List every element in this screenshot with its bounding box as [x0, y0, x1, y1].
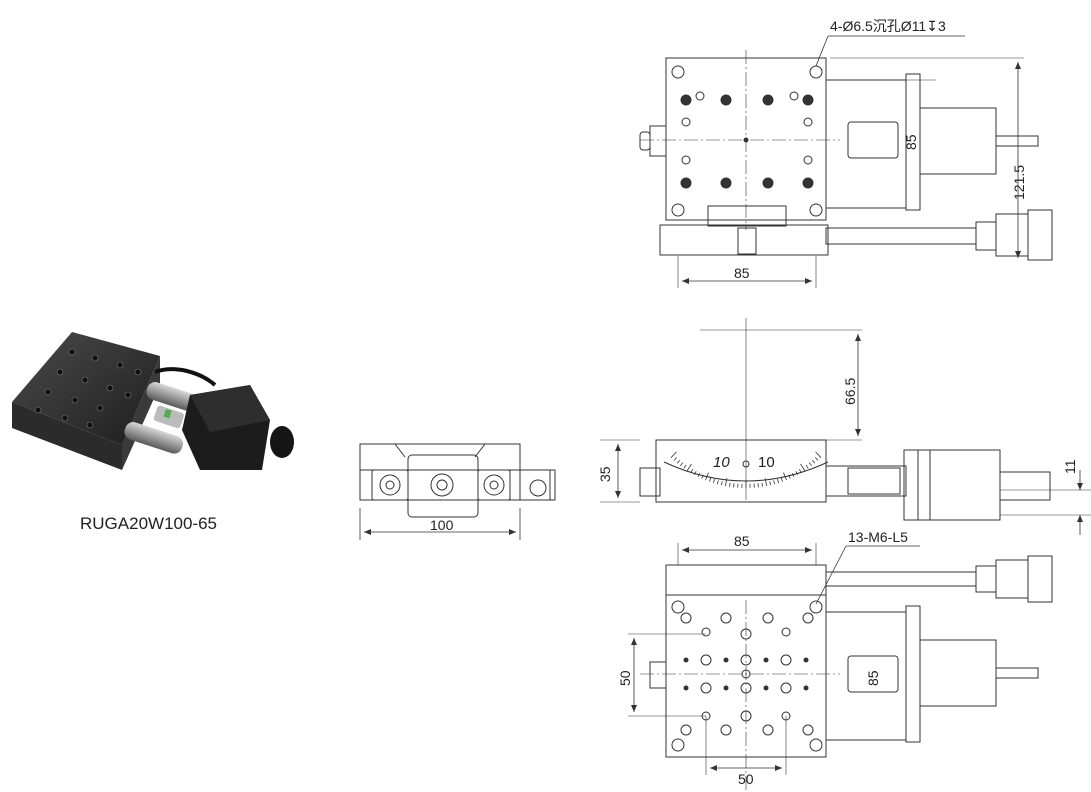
scale-tick — [670, 451, 677, 458]
scale-tick — [805, 464, 809, 469]
scale-tick — [777, 478, 780, 484]
side-view — [600, 318, 1091, 535]
scale-tick — [676, 459, 681, 464]
scale-tick — [795, 471, 799, 475]
side-dim-offset: 11 — [1062, 459, 1078, 474]
scale-tick — [800, 463, 806, 471]
bottom-dim-bottom: 50 — [738, 771, 754, 787]
product-photo — [12, 332, 294, 470]
scale-tick — [686, 463, 692, 471]
scale-tick — [683, 464, 687, 469]
scale-tick — [788, 474, 791, 479]
bottom-dim-motor: 85 — [865, 670, 881, 686]
top-dim-height: 121.5 — [1011, 165, 1027, 200]
top-dim-width: 85 — [734, 265, 750, 281]
scale-tick — [815, 457, 819, 461]
scale-tick — [690, 469, 694, 473]
scale-tick — [798, 469, 802, 473]
scale-tick — [769, 481, 772, 486]
scale-tick — [773, 480, 776, 485]
scale-tick — [673, 457, 677, 461]
scale-tick — [783, 472, 787, 481]
bottom-view — [628, 543, 1053, 790]
top-view — [639, 35, 1053, 288]
scale-tick — [761, 482, 763, 487]
scale-left-label: 10 — [713, 454, 730, 471]
front-dim-width: 100 — [430, 517, 454, 533]
front-view — [359, 443, 556, 540]
scale-tick — [693, 471, 697, 475]
scale-tick — [811, 459, 816, 464]
scale-tick — [808, 462, 812, 467]
top-dim-motor: 85 — [903, 134, 919, 150]
top-hole-note: 4-Ø6.5沉孔Ø11↧3 — [830, 18, 946, 34]
scale-tick — [725, 478, 728, 487]
scale-tick — [716, 480, 719, 485]
side-dim-height: 35 — [597, 466, 613, 482]
bottom-dim-left: 50 — [617, 670, 633, 686]
scale-tick — [680, 462, 684, 467]
scale-tick — [780, 477, 783, 482]
scale-tick — [764, 478, 767, 487]
scale-tick — [709, 477, 712, 482]
angle-scale — [670, 451, 822, 488]
scale-tick — [815, 451, 822, 458]
scale-tick — [791, 473, 795, 477]
bottom-dim-top: 85 — [734, 533, 750, 549]
side-dim-center: 66.5 — [842, 378, 858, 405]
scale-tick — [697, 473, 701, 477]
scale-right-label: 10 — [758, 454, 775, 471]
scale-tick — [701, 474, 704, 479]
bottom-hole-note: 13-M6-L5 — [848, 529, 908, 545]
scale-tick — [705, 472, 709, 481]
model-label: RUGA20W100-65 — [80, 514, 217, 533]
scale-tick — [712, 478, 715, 484]
scale-tick — [720, 481, 723, 486]
scale-tick — [729, 482, 731, 487]
